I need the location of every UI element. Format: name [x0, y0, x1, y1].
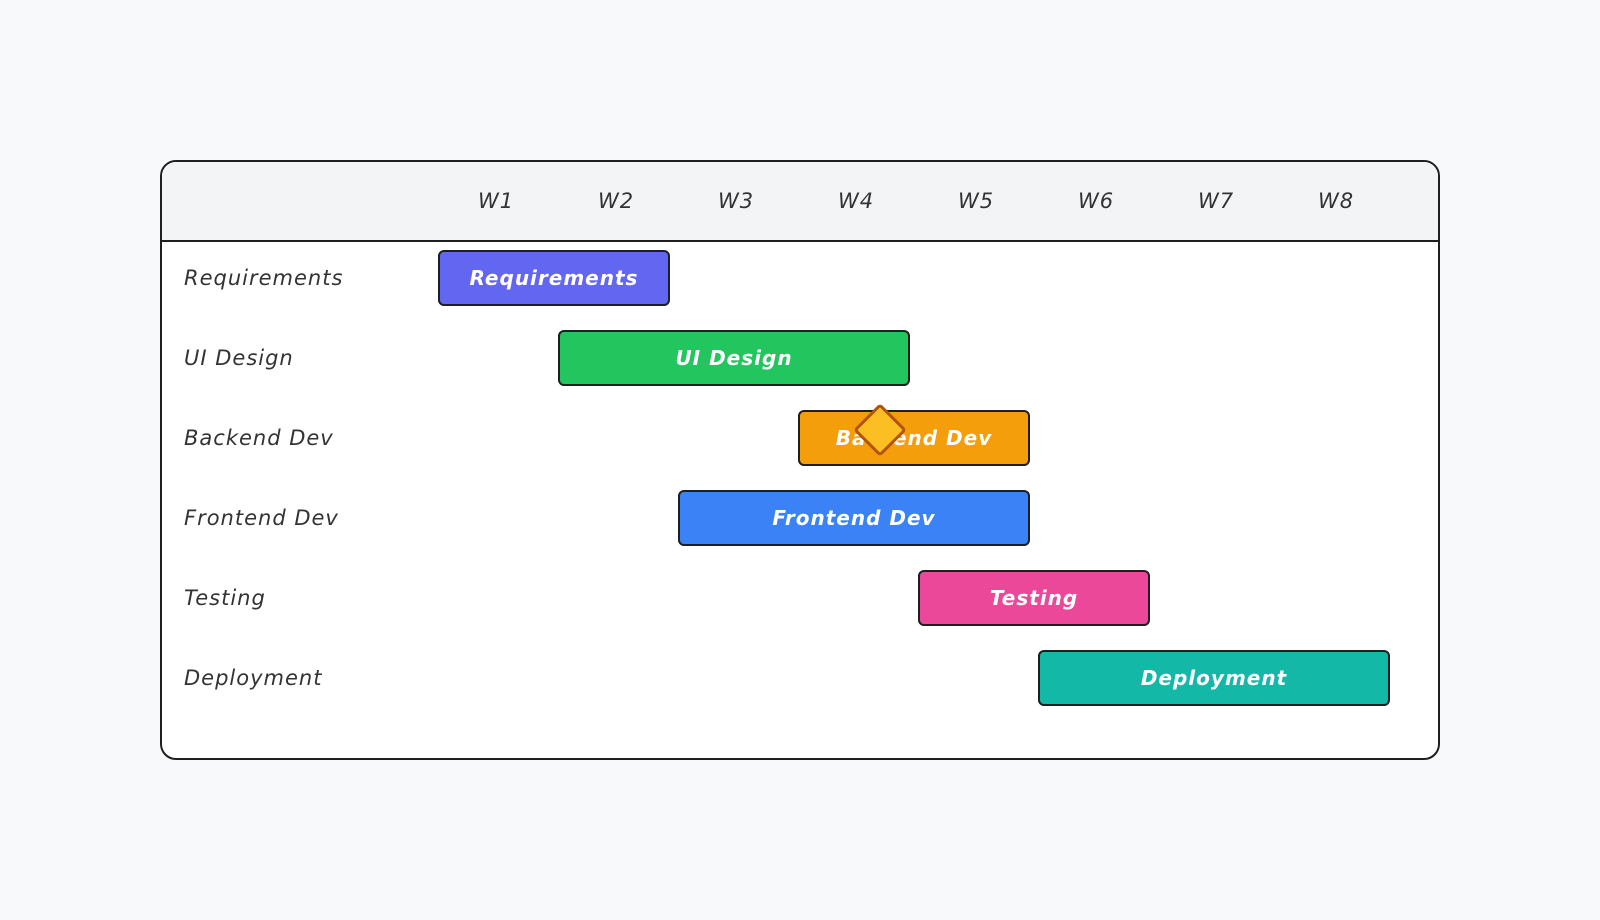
task-bar-backend-dev[interactable]: Backend Dev — [798, 410, 1030, 466]
task-label-requirements: Requirements — [184, 266, 344, 290]
week-label-w2: W2 — [597, 189, 635, 213]
task-bar-testing[interactable]: Testing — [918, 570, 1150, 626]
task-label-backend-dev: Backend Dev — [184, 426, 334, 450]
task-bar-deployment[interactable]: Deployment — [1038, 650, 1390, 706]
task-label-testing: Testing — [184, 586, 266, 610]
task-bar-label: Requirements — [469, 266, 639, 290]
task-bar-label: UI Design — [675, 346, 793, 370]
timeline-header: W1 W2 W3 W4 W5 W6 W7 W8 — [162, 162, 1438, 242]
gantt-chart: W1 W2 W3 W4 W5 W6 W7 W8 Requirements Requirement… — [160, 160, 1440, 760]
task-label-frontend-dev: Frontend Dev — [184, 506, 339, 530]
week-label-w8: W8 — [1317, 189, 1355, 213]
task-bar-frontend-dev[interactable]: Frontend Dev — [678, 490, 1030, 546]
week-label-w4: W4 — [837, 189, 875, 213]
task-bar-requirements[interactable]: Requirements — [438, 250, 670, 306]
task-bar-label: Frontend Dev — [772, 506, 936, 530]
task-label-deployment: Deployment — [184, 666, 323, 690]
week-label-w6: W6 — [1077, 189, 1115, 213]
task-bar-label: Deployment — [1140, 666, 1288, 690]
task-bar-ui-design[interactable]: UI Design — [558, 330, 910, 386]
week-label-w3: W3 — [717, 189, 755, 213]
week-label-w1: W1 — [477, 189, 515, 213]
task-bar-label: Testing — [989, 586, 1079, 610]
week-label-w7: W7 — [1197, 189, 1235, 213]
task-label-ui-design: UI Design — [184, 346, 294, 370]
week-label-w5: W5 — [957, 189, 995, 213]
